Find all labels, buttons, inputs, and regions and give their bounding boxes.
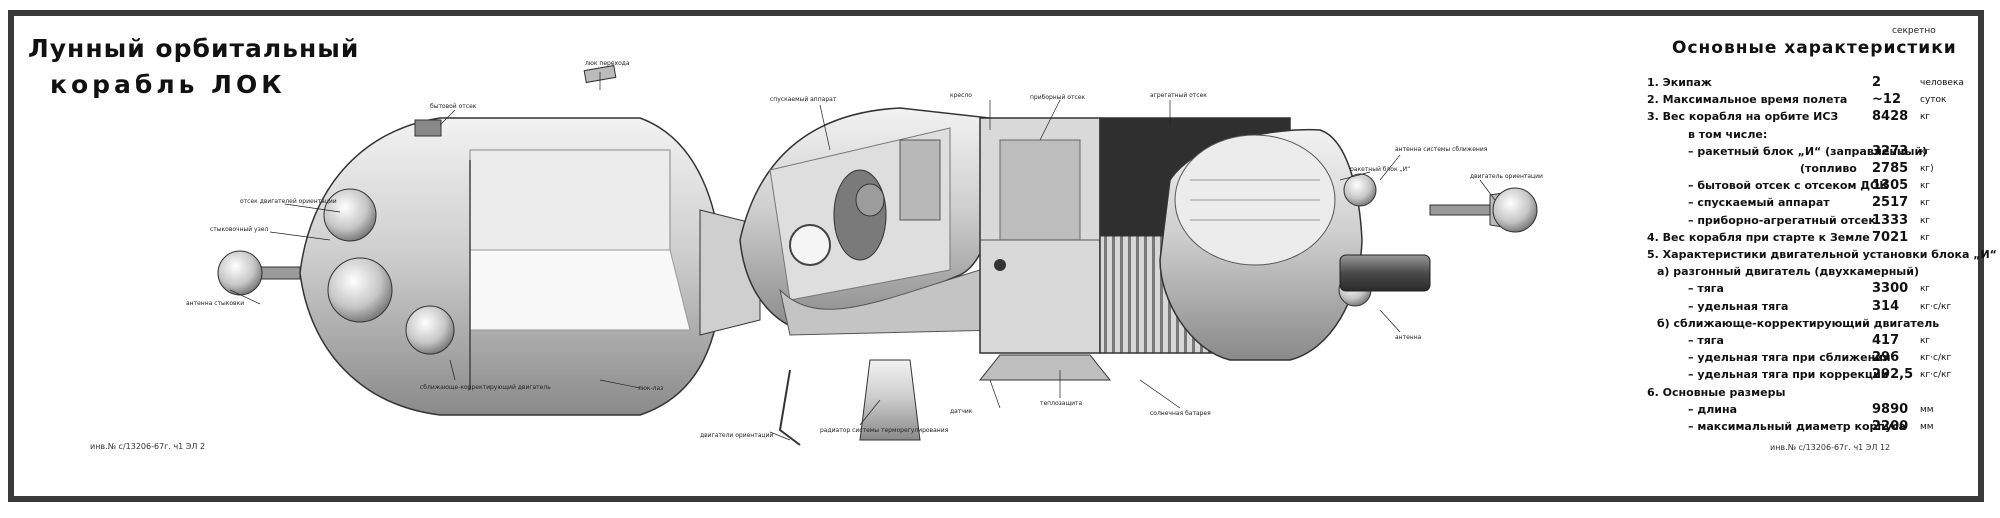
callout-16: теплозащита [1040, 400, 1083, 407]
callout-10: агрегатный отсек [1150, 92, 1207, 99]
spec-row-unit: кг [1920, 112, 1931, 122]
spec-row-label: (топливо [1800, 162, 1857, 175]
spec-row-label: 5. Характеристики двигательной установки… [1647, 248, 1997, 261]
spec-row-label: 2. Максимальное время полета [1647, 93, 1848, 106]
spec-row-value: 3273 [1872, 144, 1909, 159]
spec-row-label: – удельная тяга при коррекции [1688, 368, 1889, 381]
spec-row-label: – удельная тяга [1688, 300, 1789, 313]
spec-row-label: – длина [1688, 403, 1738, 416]
spec-row-unit: кг [1920, 284, 1931, 294]
spec-row-unit: кг [1920, 198, 1931, 208]
specs-title: Основные характеристики [1672, 38, 1957, 58]
spec-row-value: 7021 [1872, 230, 1909, 245]
callout-13: двигатель ориентации [1470, 173, 1543, 180]
spec-row-unit: кг [1920, 181, 1931, 191]
spec-row-label: – удельная тяга при сближении [1688, 351, 1891, 364]
spec-row-label: – тяга [1688, 282, 1724, 295]
callout-1: бытовой отсек [430, 103, 477, 110]
callout-14: антенна [1395, 334, 1422, 341]
spec-row-unit: мм [1920, 405, 1934, 415]
callout-5: антенна стыковки [186, 300, 245, 307]
spec-row-value: ~12 [1872, 92, 1901, 107]
spec-row-value: 292,5 [1872, 367, 1914, 382]
spec-row-unit: кг·с/кг [1920, 353, 1952, 363]
orbital-module [299, 64, 723, 416]
leader-lines [229, 72, 1496, 441]
spec-row-label: – спускаемый аппарат [1688, 196, 1830, 209]
spec-row-value: 2517 [1872, 195, 1909, 210]
spec-row-unit: кг·с/кг [1920, 302, 1952, 312]
spec-row-label: – ракетный блок „И“ (заправленный) [1688, 145, 1928, 158]
spec-row-label: – бытовой отсек с отсеком ДОК [1688, 179, 1889, 192]
spec-row-unit: кг [1920, 233, 1931, 243]
spec-row-label: 3. Вес корабля на орбите ИСЗ [1647, 110, 1839, 123]
spec-row-value: 8428 [1872, 109, 1909, 124]
spec-row-value: 1333 [1872, 213, 1909, 228]
spec-row-label: – тяга [1688, 334, 1724, 347]
spec-row-value: 296 [1872, 350, 1900, 365]
callout-6: люк-лаз [638, 385, 664, 392]
spec-row-label: 1. Экипаж [1647, 76, 1712, 89]
main-nozzle [859, 359, 921, 441]
spec-row-label: – максимальный диаметр корпуса [1688, 420, 1907, 433]
spec-row-unit: кг [1920, 147, 1931, 157]
inventory-code-right: инв.№ с/13206-67г. ч1 ЭЛ 12 [1770, 443, 1891, 452]
callout-4: стыковочный узел [210, 226, 269, 233]
spec-row-label: а) разгонный двигатель (двухкамерный) [1657, 265, 1919, 278]
callout-11: ракетный блок „И“ [1350, 166, 1411, 173]
secret-stamp: секретно [1892, 26, 1936, 36]
rocket-block-i [1159, 128, 1431, 361]
callout-7: спускаемый аппарат [770, 96, 837, 103]
callout-3: отсек двигателей ориентации [240, 198, 337, 205]
spec-row-unit: кг) [1920, 164, 1934, 174]
spec-row-label: 6. Основные размеры [1647, 386, 1786, 399]
title-line-2: корабль ЛОК [50, 70, 286, 99]
callout-20: сближающе-корректирующий двигатель [420, 384, 551, 391]
spec-row-unit: кг [1920, 216, 1931, 226]
title-line-1: Лунный орбитальный [28, 34, 360, 63]
spec-row-label: в том числе: [1688, 128, 1768, 141]
docking-probe [217, 250, 301, 296]
antenna-boom [778, 369, 801, 446]
spec-row-label: б) сближающе-корректирующий двигатель [1657, 317, 1940, 330]
callout-2: люк перехода [585, 60, 630, 67]
callout-8: кресло [950, 92, 972, 99]
callout-17: датчик [950, 408, 973, 415]
spec-row-label: – приборно-агрегатный отсек [1688, 214, 1876, 227]
callout-9: приборный отсек [1030, 94, 1086, 101]
spec-row-value: 9890 [1872, 402, 1909, 417]
spec-row-unit: мм [1920, 422, 1934, 432]
spec-row-unit: кг·с/кг [1920, 370, 1952, 380]
engine-nozzle [1429, 187, 1538, 233]
spec-row-label: 4. Вес корабля при старте к Земле [1647, 231, 1870, 244]
spec-row-value: 1305 [1872, 178, 1909, 193]
spec-row-value: 2785 [1872, 161, 1909, 176]
spec-row-value: 3300 [1872, 281, 1909, 296]
descent-module [739, 107, 1001, 336]
spec-row-unit: кг [1920, 336, 1931, 346]
spec-row-value: 417 [1872, 333, 1900, 348]
callout-15: солнечная батарея [1150, 410, 1211, 417]
callout-18: двигатели ориентации [700, 432, 774, 439]
spec-row-value: 314 [1872, 299, 1900, 314]
callout-19: радиатор системы терморегулирования [820, 427, 949, 434]
inventory-code-left: инв.№ с/13206-67г. ч1 ЭЛ 2 [90, 442, 206, 451]
spec-row-unit: человека [1920, 78, 1964, 88]
spec-row-unit: суток [1920, 95, 1947, 105]
spec-row-value: 2 [1872, 75, 1882, 90]
spec-row-value: 2200 [1872, 419, 1909, 434]
callout-12: антенна системы сближения [1395, 146, 1488, 153]
